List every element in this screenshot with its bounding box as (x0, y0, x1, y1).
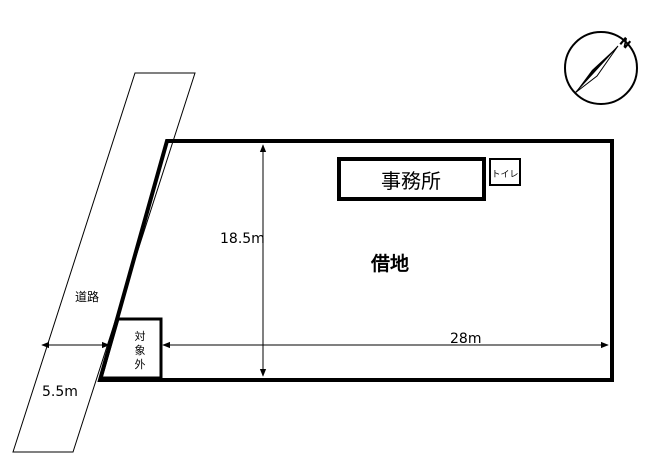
leased-land-outline (97, 139, 614, 382)
north-arrow-needle-outline (574, 45, 619, 94)
excluded-char-3: 外 (135, 358, 146, 371)
road-label: 道路 (75, 289, 99, 304)
depth-label: 18.5m (220, 231, 265, 247)
road-width-label: 5.5m (42, 384, 78, 400)
length-label: 28m (450, 331, 481, 347)
leased-land-label: 借地 (370, 252, 409, 275)
excluded-char-1: 対 (135, 329, 146, 343)
office-label: 事務所 (381, 169, 441, 193)
toilet-building (489, 158, 521, 186)
office-building (337, 157, 486, 201)
excluded-area (99, 317, 163, 380)
toilet-label: トイレ (491, 170, 518, 180)
north-arrow: N (564, 31, 638, 105)
road-strip (12, 72, 196, 453)
excluded-char-2: 象 (135, 344, 146, 357)
